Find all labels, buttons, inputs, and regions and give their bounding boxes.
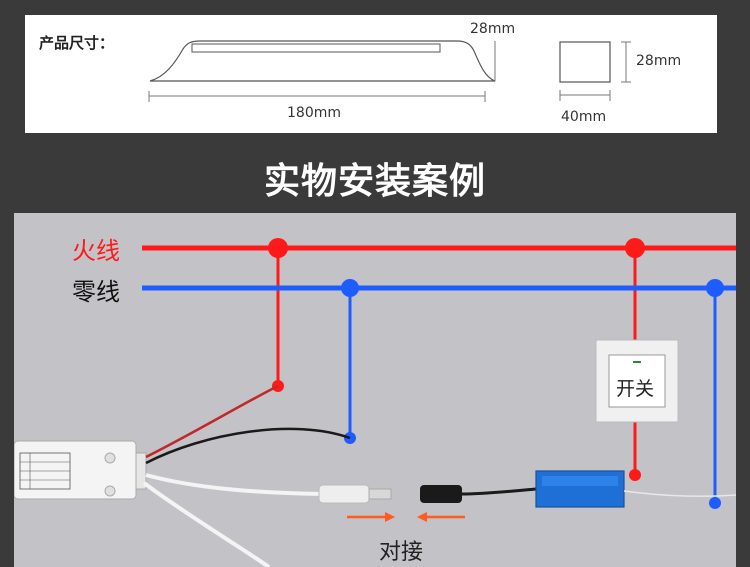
sensor-red-wire — [145, 384, 279, 459]
side-profile-lens — [191, 43, 441, 53]
neutral-terminal-driver — [709, 497, 721, 509]
live-wire-label: 火线 — [72, 237, 120, 265]
wiring-diagram — [14, 238, 736, 567]
product-size-panel: 产品尺寸： 28mm 180mm 28mm 40mm — [25, 15, 717, 133]
end-height-dimension: 28mm — [636, 53, 682, 69]
driver-output-wire — [623, 490, 736, 497]
section-title: 实物安装案例 — [263, 161, 486, 202]
join-label: 对接 — [379, 540, 424, 565]
dimension-drawing — [148, 40, 631, 102]
dc-plug-female — [420, 485, 462, 503]
sensor-module — [14, 440, 137, 500]
live-terminal-driver — [629, 469, 641, 481]
length-dimension: 180mm — [287, 105, 341, 121]
wall-switch-rocker — [608, 354, 666, 408]
end-profile-outline — [559, 41, 611, 83]
sensor-white-cable — [145, 473, 325, 496]
side-profile-outline — [149, 40, 496, 82]
dc-plug-male — [318, 484, 370, 504]
sensor-white-cable-2 — [142, 481, 271, 567]
installation-diagram: 火线 零线 开关 对接 — [14, 213, 736, 567]
switch-label: 开关 — [616, 378, 655, 400]
driver-input-cable — [461, 487, 537, 496]
width-dimension: 40mm — [561, 109, 607, 125]
side-height-dimension: 28mm — [470, 21, 516, 37]
neutral-wire-label: 零线 — [72, 278, 120, 306]
product-size-label: 产品尺寸： — [39, 34, 115, 52]
sensor-black-wire — [145, 427, 351, 465]
